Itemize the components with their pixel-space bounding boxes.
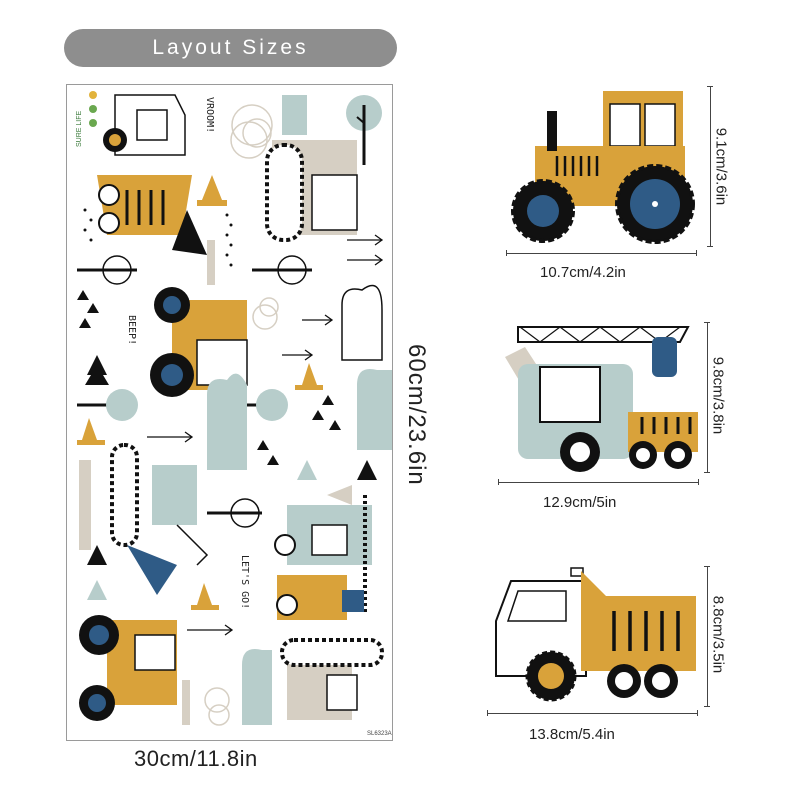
outline-cloud-sticker (341, 284, 383, 361)
tick (704, 566, 710, 567)
tick (698, 479, 699, 485)
tick (498, 479, 499, 485)
cloud-stickers (207, 369, 392, 725)
crane-sticker (274, 485, 372, 620)
arrow-stickers (147, 234, 384, 636)
beep-text: BEEP! (126, 315, 137, 345)
dump-height-label: 8.8cm/3.5in (709, 595, 727, 674)
tick (487, 710, 488, 716)
brand-dot-yellow (89, 91, 97, 99)
crane-width-line (498, 482, 698, 483)
bulldozer-sticker-top (265, 95, 358, 242)
tick (506, 250, 507, 256)
tick (696, 250, 697, 256)
product-code: SL6323A (367, 731, 392, 737)
dots-sticker (83, 208, 233, 267)
crane-width-label: 12.9cm/5in (543, 494, 617, 511)
tick (704, 322, 710, 323)
dump-height-line (707, 566, 708, 706)
tick (707, 246, 713, 247)
tractor-width-label: 10.7cm/4.2in (540, 264, 626, 281)
sheet-height-label: 60cm/23.6in (403, 344, 430, 486)
brand-dot-green (89, 105, 97, 113)
dump-truck-illustration (495, 567, 696, 702)
excavator-sticker (110, 443, 209, 595)
tractor-sticker-bottom (79, 615, 177, 721)
brand-dot-green-2 (89, 119, 97, 127)
tick (704, 472, 710, 473)
cone-sticker (202, 175, 222, 200)
crane-height-label: 9.8cm/3.8in (709, 356, 727, 435)
tick (697, 710, 698, 716)
triangle-stickers (77, 290, 341, 465)
sticker-sheet-art: SURE LIFE VROOM! (76, 91, 392, 737)
sticker-sheet: SURE LIFE VROOM! (66, 84, 393, 741)
vroom-text: VROOM! (204, 97, 215, 133)
crane-height-line (707, 322, 708, 472)
tractor-illustration (511, 91, 695, 244)
scribble-sticker (230, 104, 273, 159)
lets-go-text: LET'S GO! (239, 555, 250, 609)
banner-title: Layout Sizes (152, 36, 309, 59)
tick (707, 86, 713, 87)
white-cab-truck-sticker (97, 94, 192, 235)
dump-width-label: 13.8cm/5.4in (529, 726, 615, 743)
brand-text: SURE LIFE (76, 110, 83, 147)
layout-sizes-banner: Layout Sizes (64, 29, 397, 67)
tractor-height-line (710, 86, 711, 246)
tractor-width-line (506, 253, 696, 254)
dump-width-line (487, 713, 697, 714)
mountain-sticker (172, 210, 207, 255)
sheet-width-label: 30cm/11.8in (134, 746, 258, 771)
tractor-height-label: 9.1cm/3.6in (712, 127, 730, 206)
pine-stickers (85, 355, 377, 565)
bulldozer-sticker-bottom (280, 638, 384, 720)
crane-truck-illustration (505, 326, 698, 472)
tick (704, 706, 710, 707)
